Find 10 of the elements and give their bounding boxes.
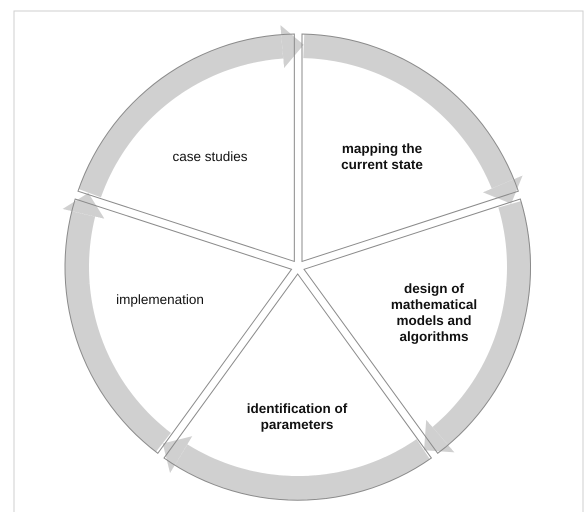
cycle-sector xyxy=(78,34,294,262)
sector-label: identification of parameters xyxy=(246,400,348,433)
cycle-arrow xyxy=(62,192,171,452)
cycle-arrow xyxy=(78,25,304,200)
sector-label: implemenation xyxy=(115,292,205,308)
sector-label: design of mathematical models and algorithms xyxy=(390,280,478,345)
sector-label: mapping the current state xyxy=(340,140,424,173)
cycle-sector xyxy=(302,34,518,262)
sector-label: case studies xyxy=(171,148,248,165)
cycle-arrow xyxy=(162,436,430,500)
